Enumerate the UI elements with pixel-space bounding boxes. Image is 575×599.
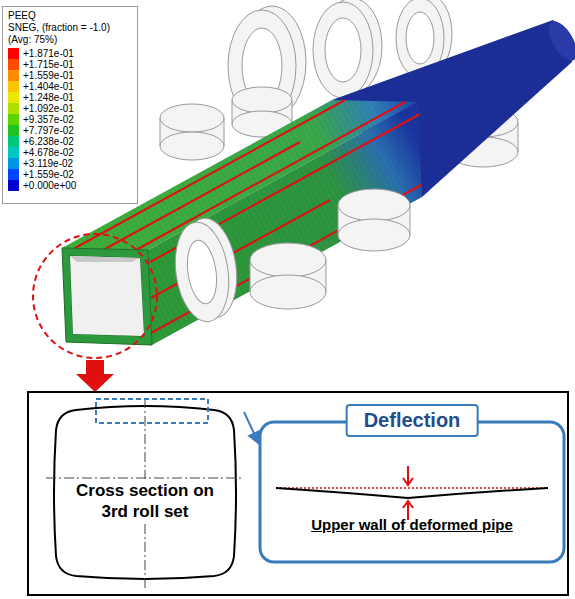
legend-value: +1.715e-01	[23, 59, 74, 70]
upper-wall-marker	[96, 399, 208, 423]
legend-value: +1.559e-02	[23, 169, 74, 180]
legend-value: +1.248e-01	[23, 92, 74, 103]
cross-section-outline: Cross section on 3rd roll set	[46, 398, 244, 588]
node-heading: Deflection	[346, 404, 479, 437]
deflection-callout: DeflectionUpper wall of deformed pipe	[258, 404, 566, 564]
legend-row: +3.119e-02	[8, 158, 132, 169]
node-text: (Avg: 75%)	[8, 34, 132, 48]
callout-arrow	[244, 412, 259, 444]
reference-line	[276, 487, 548, 489]
node-text: SNEG, (fraction = -1.0)	[8, 22, 132, 34]
node-heading: Cross section on 3rd roll set	[68, 479, 222, 523]
legend-row: +1.871e-01	[8, 48, 132, 59]
legend-value: +4.678e-02	[23, 147, 74, 158]
legend-swatch	[8, 103, 19, 114]
legend-row: +1.559e-02	[8, 169, 132, 180]
legend-swatch	[8, 81, 19, 92]
legend-swatch	[8, 147, 19, 158]
node-heading: PEEQ	[8, 10, 132, 22]
legend-swatch	[8, 180, 19, 191]
legend-value: +6.238e-02	[23, 136, 74, 147]
legend-swatch	[8, 125, 19, 136]
legend-row: +6.238e-02	[8, 136, 132, 147]
callout-frame	[260, 422, 564, 562]
legend-swatch	[8, 92, 19, 103]
legend-row: +7.797e-02	[8, 125, 132, 136]
pipe-cross-section	[54, 406, 236, 579]
legend-value: +9.357e-02	[23, 114, 74, 125]
legend-value: +1.092e-01	[23, 103, 74, 114]
deflection-arrow	[403, 466, 413, 485]
legend-value: +1.559e-01	[23, 70, 74, 81]
legend-row: +1.404e-01	[8, 81, 132, 92]
legend-list: +1.871e-01+1.715e-01+1.559e-01+1.404e-01…	[8, 48, 132, 191]
legend-value: +1.404e-01	[23, 81, 74, 92]
legend-swatch	[8, 169, 19, 180]
legend-row: +9.357e-02	[8, 114, 132, 125]
legend-row: +1.559e-01	[8, 70, 132, 81]
legend-swatch	[8, 158, 19, 169]
legend-value: +0.000e+00	[23, 180, 76, 191]
legend-value: +7.797e-02	[23, 125, 74, 136]
legend-swatch	[8, 59, 19, 70]
legend-row: +1.715e-01	[8, 59, 132, 70]
node-text: Upper wall of deformed pipe	[311, 516, 513, 533]
legend-value: +1.871e-01	[23, 48, 74, 59]
legend-row: +0.000e+00	[8, 180, 132, 191]
contour-legend-box: PEEQSNEG, (fraction = -1.0)(Avg: 75%)+1.…	[2, 6, 138, 204]
legend-swatch	[8, 136, 19, 147]
legend-row: +1.092e-01	[8, 103, 132, 114]
deformed-wall	[276, 488, 548, 498]
legend-row: +1.248e-01	[8, 92, 132, 103]
legend-row: +4.678e-02	[8, 147, 132, 158]
legend-swatch	[8, 70, 19, 81]
legend-swatch	[8, 114, 19, 125]
legend-swatch	[8, 48, 19, 59]
legend-value: +3.119e-02	[23, 158, 73, 169]
